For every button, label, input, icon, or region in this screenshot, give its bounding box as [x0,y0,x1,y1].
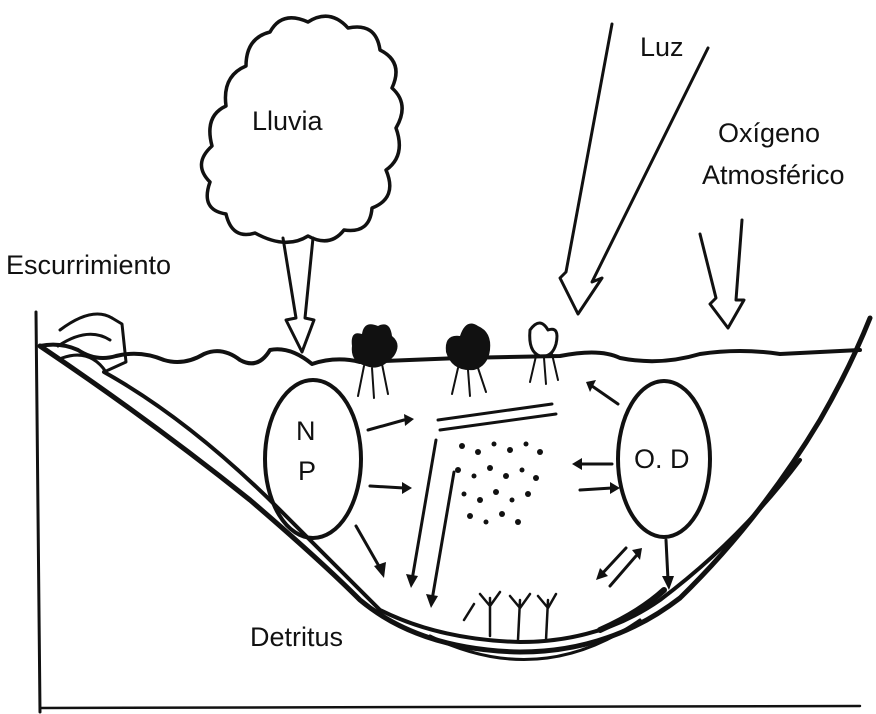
light-rays [560,24,708,314]
runoff-label: Escurrimiento [6,250,171,280]
oxygen-label-line1: Oxígeno [718,118,820,148]
light-label: Luz [640,32,684,62]
plankton-zone [438,404,556,525]
nutrient-n-label: N [296,416,316,446]
oxygen-arrow [700,220,744,328]
detritus-label: Detritus [250,622,343,652]
basin-outer [40,318,870,652]
basin-inner [104,372,800,642]
dissolved-oxygen-label: O. D [634,444,690,474]
rain-cloud [201,16,402,352]
nutrient-p-label: P [298,456,316,486]
oxygen-label-line2: Atmosférico [702,160,845,190]
rain-label: Lluvia [252,106,324,136]
benthic-plants [464,592,556,640]
surface-plants [352,323,558,398]
